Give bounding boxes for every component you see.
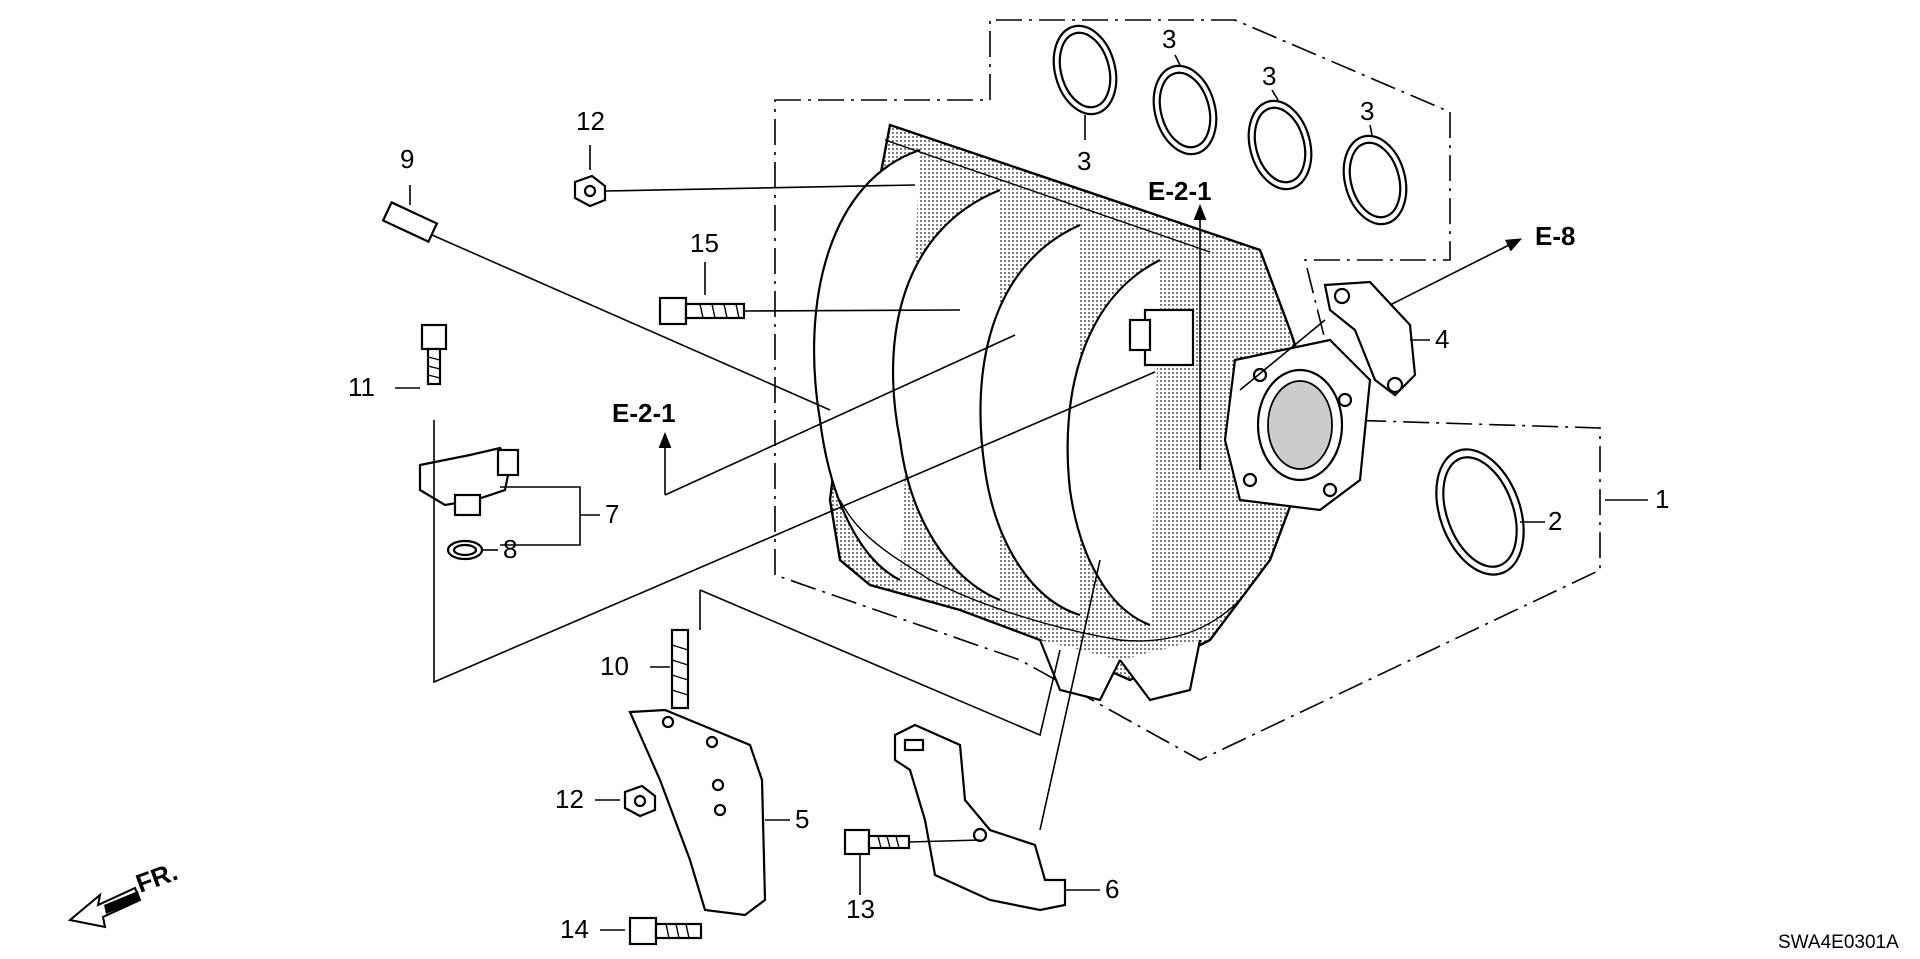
callout-10: 10 — [600, 651, 629, 681]
leader-12-top-manifold — [604, 184, 916, 192]
bracket-part-6 — [893, 723, 1067, 912]
callout-6: 6 — [1105, 874, 1119, 904]
bolt-part-14 — [628, 916, 703, 946]
sensor-part-7 — [418, 446, 520, 517]
bracket-part-5 — [628, 708, 767, 917]
callout-15: 15 — [690, 228, 719, 258]
ref-e21-top[interactable]: E-2-1 — [1148, 176, 1212, 206]
o-ring-part-8 — [446, 539, 484, 561]
leader-11-sensor — [433, 371, 1156, 684]
nut-part-12-top — [573, 174, 607, 208]
ref-e8[interactable]: E-8 — [1535, 221, 1575, 251]
callout-4: 4 — [1435, 324, 1449, 354]
leader-7 — [500, 486, 581, 546]
leader-3c — [1271, 89, 1279, 101]
e21-left-leader — [664, 334, 1016, 496]
o-rings-part-3 — [1052, 24, 1408, 226]
callout-3d: 3 — [1360, 96, 1374, 126]
bolt-part-13 — [843, 828, 911, 856]
assembly-boundary-top — [774, 19, 1601, 761]
callout-3c: 3 — [1262, 61, 1276, 91]
leader-10-manifold — [699, 589, 1061, 737]
callout-3b: 3 — [1162, 24, 1176, 54]
leader-4-manifold — [1239, 319, 1326, 391]
ref-e21-left[interactable]: E-2-1 — [612, 398, 676, 428]
front-marker-label: FR. — [132, 856, 182, 899]
intake-manifold — [813, 123, 1372, 702]
leader-3d — [1369, 124, 1373, 136]
plate-part-4 — [1323, 280, 1417, 397]
callout-12-top: 12 — [576, 106, 605, 136]
callout-3a: 3 — [1077, 146, 1091, 176]
leader-6-manifold — [1039, 559, 1101, 831]
callout-12-bottom: 12 — [555, 784, 584, 814]
bolt-part-15 — [658, 296, 746, 326]
gasket-ring-part-2 — [1435, 448, 1525, 576]
callout-9: 9 — [400, 144, 414, 174]
leader-15-manifold — [743, 309, 961, 312]
callout-14: 14 — [560, 914, 589, 944]
callout-13: 13 — [846, 894, 875, 924]
diagram-code: SWA4E0301A — [1778, 932, 1899, 953]
callout-7: 7 — [605, 499, 619, 529]
leader-3b — [1174, 54, 1181, 66]
stud-part-10 — [670, 628, 690, 710]
callout-5: 5 — [795, 804, 809, 834]
callout-1: 1 — [1655, 484, 1669, 514]
front-arrow-icon — [67, 886, 142, 929]
bolt-part-11 — [420, 323, 448, 386]
callout-2: 2 — [1548, 506, 1562, 536]
e8-arrow — [1389, 238, 1523, 306]
callout-11: 11 — [348, 372, 375, 402]
dowel-part-9 — [381, 200, 439, 244]
leader-13-bracket — [908, 839, 981, 843]
nut-part-12-bottom — [623, 784, 657, 818]
callout-8: 8 — [503, 534, 517, 564]
leader-9-manifold — [431, 234, 831, 411]
